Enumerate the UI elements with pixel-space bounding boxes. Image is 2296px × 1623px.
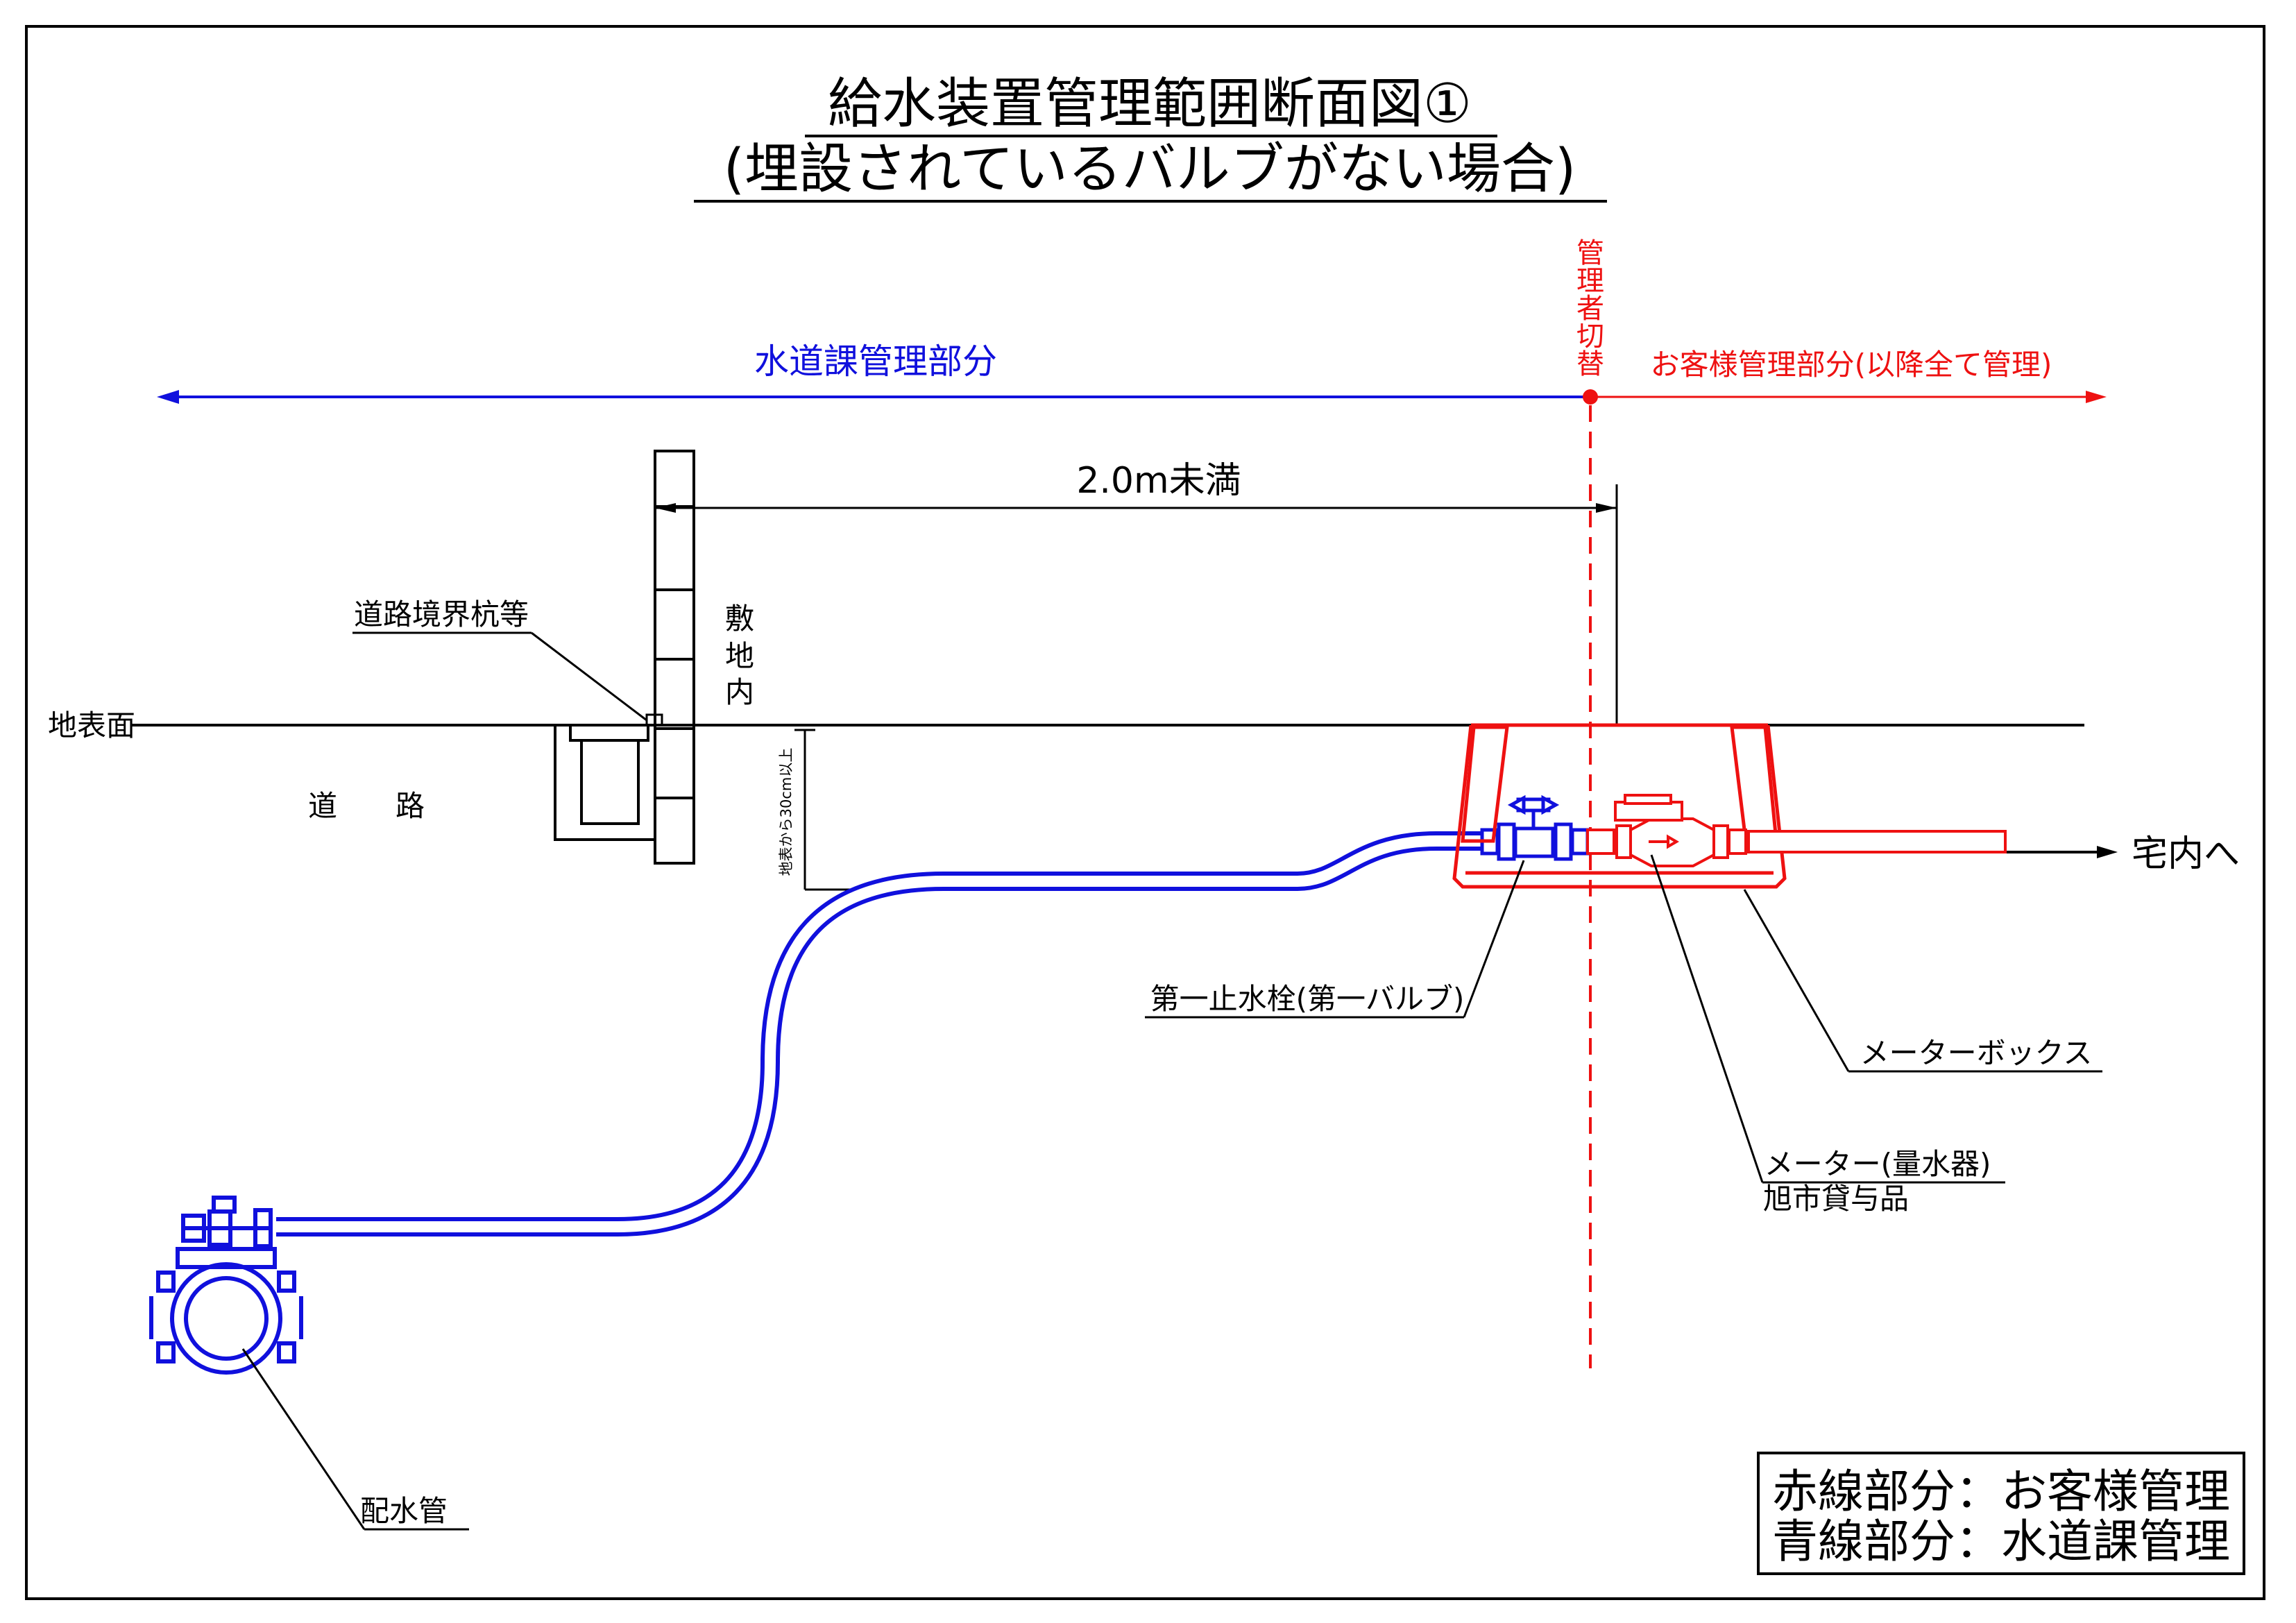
to-house-arrowhead: [2097, 846, 2118, 858]
distribution-main-saddle: [149, 1196, 303, 1375]
premises-char: 敷: [725, 602, 754, 636]
dimension-arrow-right: [1596, 503, 1617, 513]
boundary-wall: [654, 450, 695, 865]
switch-char: 者: [1576, 293, 1604, 325]
meter-box-label: メーターボックス: [1860, 1036, 2093, 1070]
city-zone-label: 水道課管理部分: [754, 341, 997, 382]
service-pipe-inner: [276, 835, 1485, 1232]
first-stop-valve-leader: [1463, 860, 1525, 1018]
customer-zone-arrowhead: [2086, 391, 2107, 403]
legend-box: [1757, 1452, 2245, 1575]
meter-label: メーター(量水器): [1764, 1147, 1991, 1181]
service-pipe-outer: [276, 831, 1485, 1237]
distribution-main-label: 配水管: [360, 1494, 448, 1528]
meter-box-leader: [1743, 889, 1850, 1072]
road-label: 道 路: [308, 789, 425, 823]
ground-surface-label: 地表面: [48, 708, 135, 742]
customer-zone-label: お客様管理部分(以降全て管理): [1651, 348, 2052, 382]
premises-char: 内: [725, 675, 754, 709]
boundary-stake-label: 道路境界杭等: [354, 597, 529, 631]
switch-char: 替: [1576, 348, 1604, 380]
switch-char: 理: [1576, 265, 1604, 297]
legend-red: 赤線部分：お客様管理: [1772, 1465, 2230, 1518]
dimension-label: 2.0m未満: [1076, 460, 1241, 502]
first-stop-valve: [1480, 794, 1590, 861]
boundary-stake-leader: [531, 631, 647, 722]
page-title: 給水装置管理範囲断面図①: [828, 73, 1472, 135]
road-gutter: [554, 724, 656, 841]
outer-frame: [25, 25, 2265, 1600]
dimension-arrow-left: [655, 503, 676, 513]
meter-loan-label: 旭市貸与品: [1763, 1182, 1909, 1216]
depth-label: 地表から30cm以上: [778, 748, 794, 876]
to-house-label: 宅内へ: [2132, 833, 2240, 875]
legend-blue: 青線部分：水道課管理: [1772, 1515, 2230, 1568]
distribution-main-leader: [241, 1348, 366, 1530]
page-subtitle: (埋設されているバルブがない場合): [724, 138, 1576, 201]
first-stop-valve-label: 第一止水栓(第一バルブ): [1150, 982, 1465, 1016]
switch-point-dot: [1583, 389, 1598, 405]
premises-char: 地: [725, 639, 754, 673]
switch-char: 切: [1576, 321, 1604, 352]
switch-char: 管: [1576, 237, 1604, 269]
city-zone-arrowhead: [157, 390, 179, 404]
meter-leader: [1650, 854, 1764, 1183]
meter: [1586, 794, 2007, 867]
